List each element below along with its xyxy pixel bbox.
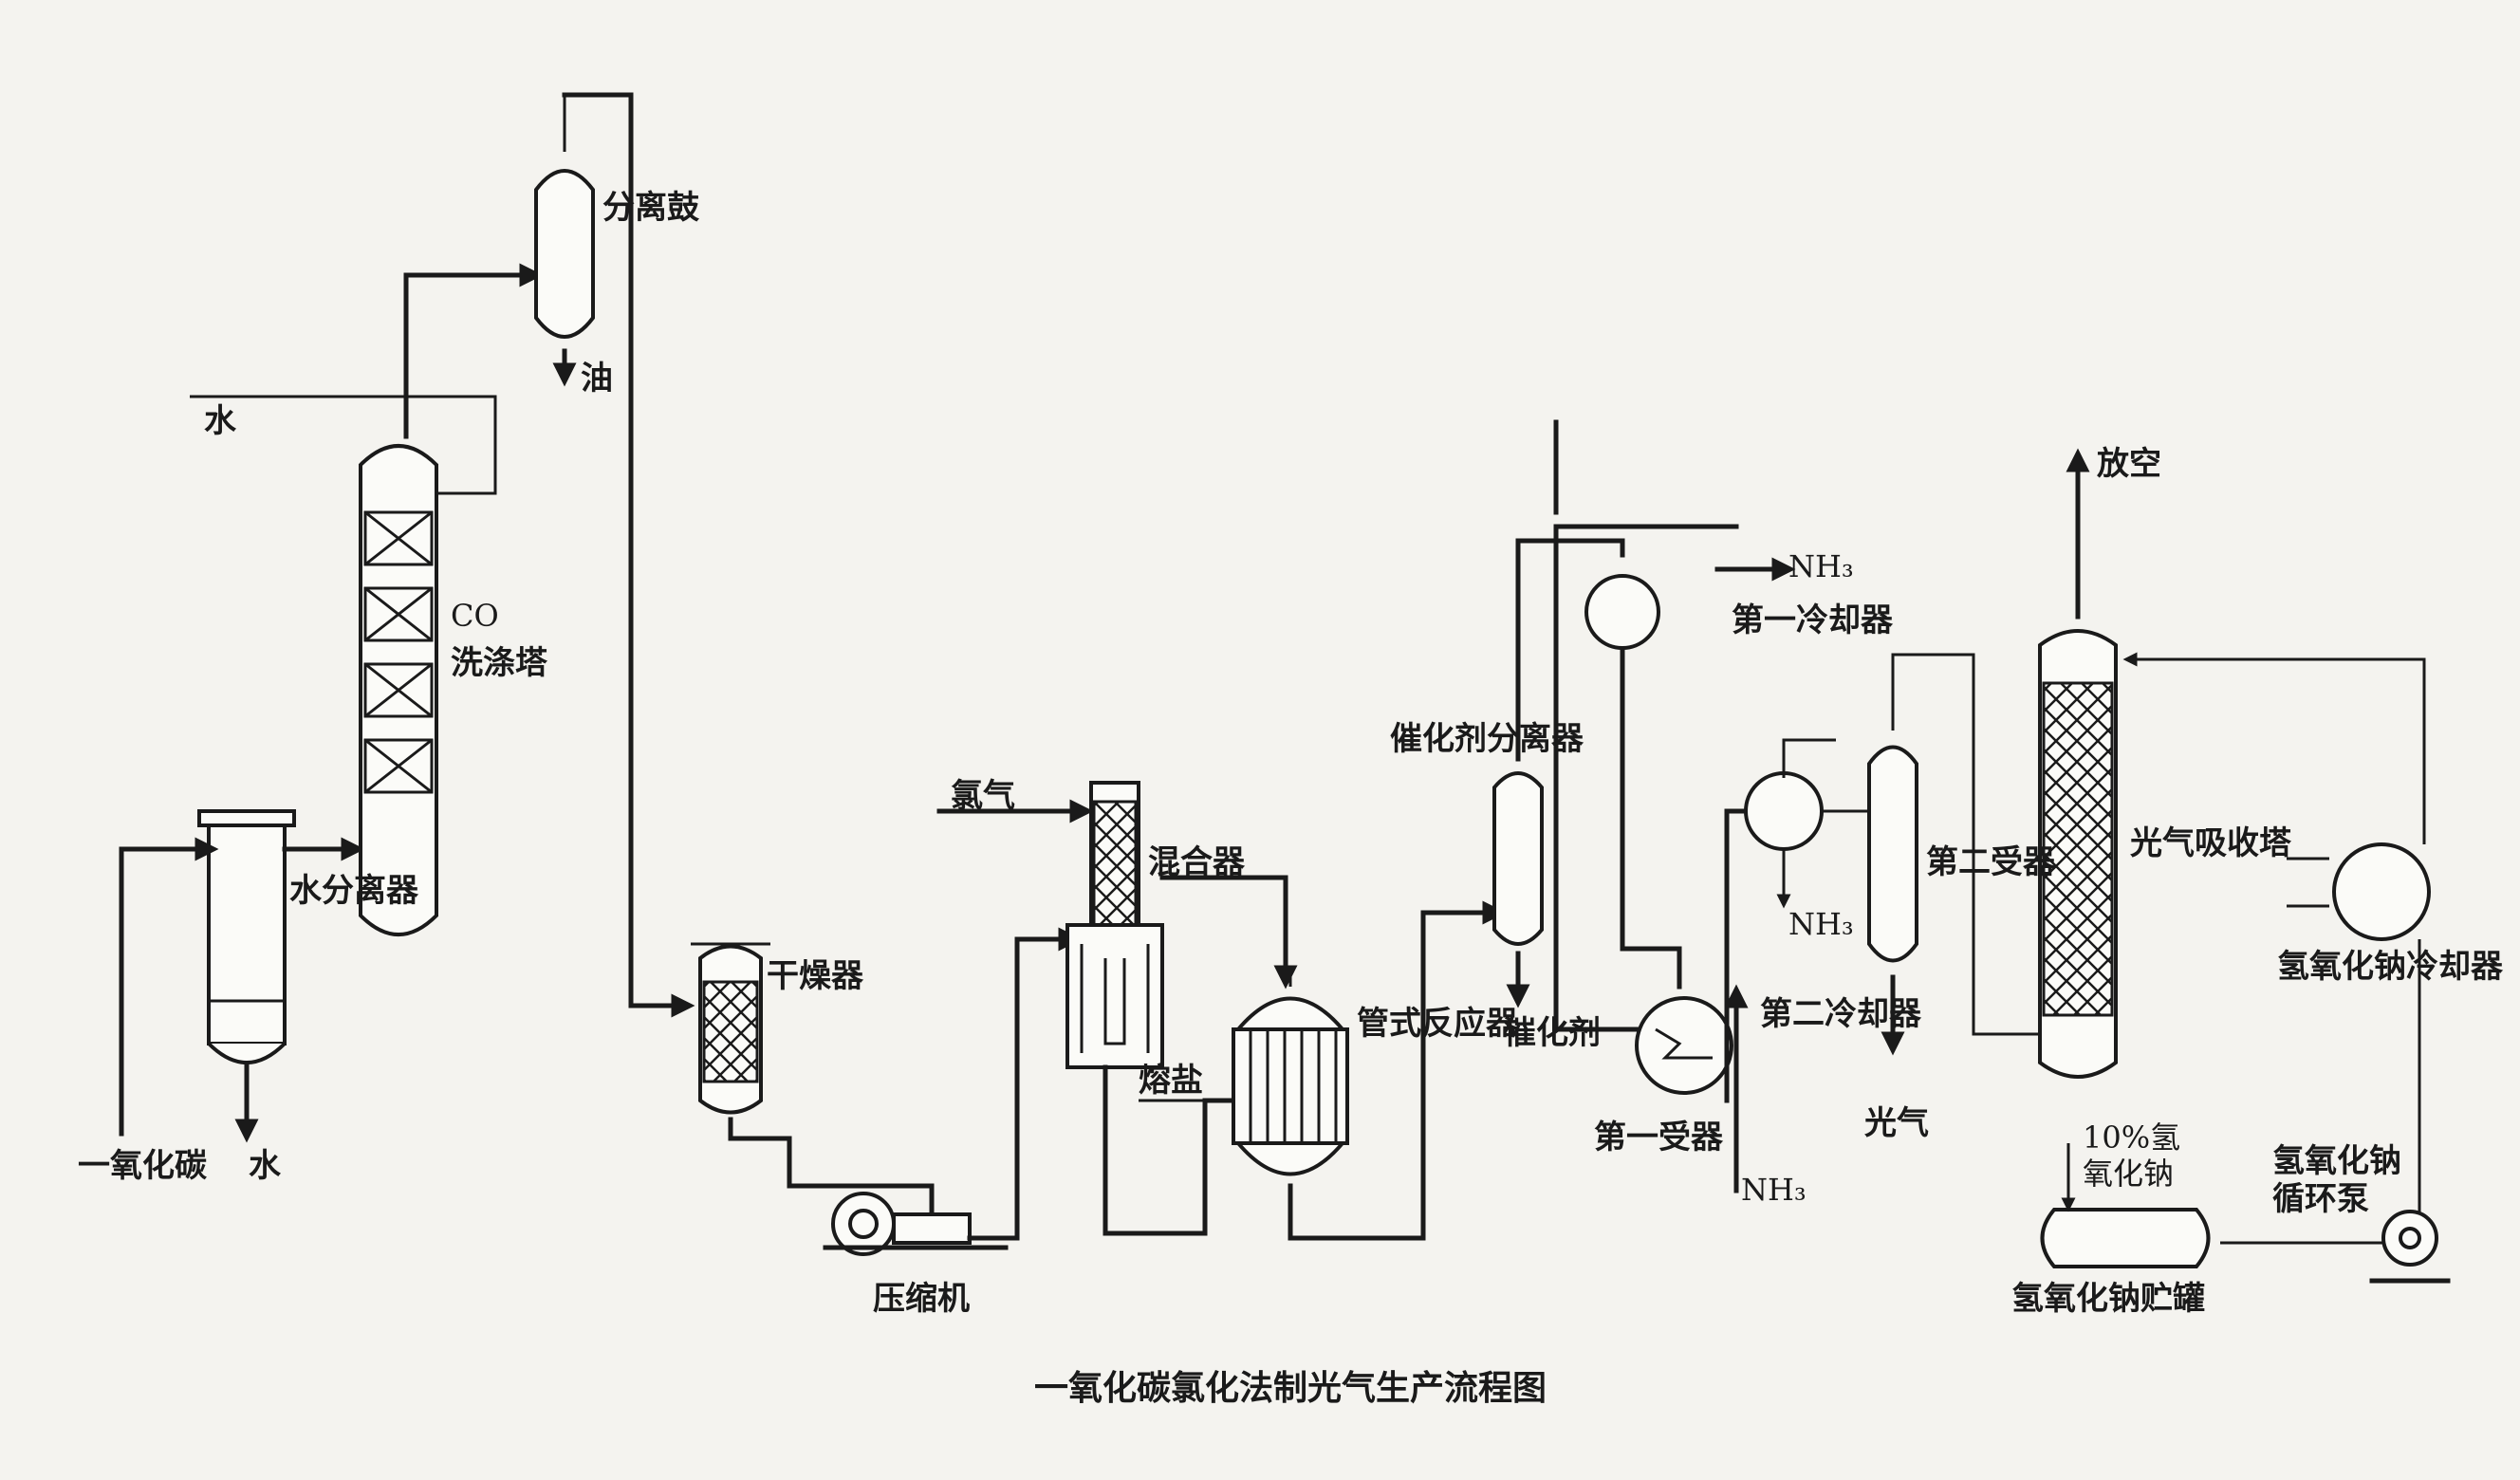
nh3-bottom-label: NH₃: [1741, 1172, 1807, 1208]
first-cooler-label: 第一冷却器: [1732, 601, 1894, 639]
water-in-pipe: [190, 395, 497, 495]
first-receiver-label: 第一受器: [1594, 1119, 1724, 1156]
mixer: [1065, 781, 1164, 1069]
diagram-title: 一氧化碳氯化法制光气生产流程图: [1034, 1369, 1547, 1408]
first-receiver: [1635, 996, 1733, 1095]
naoh-pump-label-1: 氢氧化钠: [2272, 1142, 2401, 1180]
separator-drum-label: 分离鼓: [602, 189, 700, 227]
dryer-label: 干燥器: [767, 957, 864, 995]
catsep-to-cooler-pipe: [1515, 538, 1625, 762]
dryer-to-compressor-pipe: [728, 1117, 935, 1222]
naoh-10pct-label-1: 10%氢: [2083, 1119, 2180, 1156]
naoh-pump: [2369, 1210, 2451, 1284]
chlorine-label: 氯气: [951, 777, 1015, 815]
molten-salt-loop: [1102, 1064, 1234, 1236]
co-tower-label-2: 洗涤塔: [451, 644, 548, 682]
nh3-top-label: NH₃: [1788, 548, 1854, 584]
naoh-cooler: [2332, 842, 2431, 941]
water-out-label: 水: [249, 1147, 282, 1185]
mixer-to-reactor-pipe: [1159, 875, 1298, 990]
mixer-label: 混合器: [1148, 843, 1246, 881]
compressor-label: 压缩机: [873, 1280, 970, 1318]
catalyst-out-label: 催化剂: [1504, 1014, 1601, 1052]
phosgene-absorber: [2038, 629, 2118, 1079]
naoh-cooler-coolant: [2287, 857, 2329, 908]
co-tower-label-1: CO: [451, 598, 499, 634]
phosgene-absorber-label: 光气吸收塔: [2130, 824, 2292, 862]
reactor-to-catsep-pipe: [1288, 900, 1507, 1241]
first-cooler-loop: [1553, 524, 1739, 1032]
separator-drum: [534, 95, 595, 339]
drum-to-dryer-pipe: [562, 92, 695, 1018]
compressor: [823, 1192, 1009, 1256]
co-wash-tower: [359, 444, 438, 936]
packing-sections: [363, 510, 434, 794]
water-separator-label: 水分离器: [289, 872, 419, 910]
naoh-cooler-label: 氢氧化钠冷却器: [2277, 948, 2504, 986]
naoh-10pct-label-2: 氧化钠: [2083, 1156, 2174, 1192]
naoh-tank: [2040, 1208, 2211, 1268]
receiver2-to-absorber: [1891, 653, 2040, 1036]
cooler2-top: [1782, 738, 1836, 778]
second-receiver: [1867, 745, 1918, 963]
oil-label: 油: [581, 360, 613, 398]
compressor-to-mixer-pipe: [967, 927, 1083, 1241]
catalyst-separator-label: 催化剂分离器: [1390, 720, 1584, 758]
second-cooler-label: 第二冷却器: [1760, 995, 1922, 1033]
second-cooler: [1744, 771, 1824, 851]
nh3-mid-label: NH₃: [1788, 906, 1854, 942]
dryer: [691, 942, 770, 1115]
water-separator: [197, 809, 296, 1064]
first-cooler: [1584, 574, 1660, 650]
phosgene-out-label: 光气: [1864, 1104, 1929, 1142]
water-in-label: 水: [204, 402, 237, 440]
vent-label: 放空: [2097, 445, 2161, 483]
tube-reactor: [1232, 972, 1349, 1176]
tube-reactor-label: 管式反应器: [1357, 1005, 1519, 1043]
co-feed-label: 一氧化碳: [78, 1147, 208, 1185]
naoh-return-pipe: [2130, 659, 2426, 1214]
naoh-pump-label-2: 循环泵: [2272, 1180, 2369, 1218]
molten-salt-label: 熔盐: [1139, 1062, 1203, 1100]
tower-to-drum-pipe: [403, 263, 544, 439]
catalyst-separator: [1492, 771, 1544, 946]
naoh-tank-label: 氢氧化钠贮罐: [2011, 1280, 2205, 1318]
co-feed-pipe: [119, 837, 219, 1137]
second-receiver-label: 第二受器: [1926, 843, 2056, 881]
cooler1-to-receiver1-pipe: [1620, 647, 1682, 990]
